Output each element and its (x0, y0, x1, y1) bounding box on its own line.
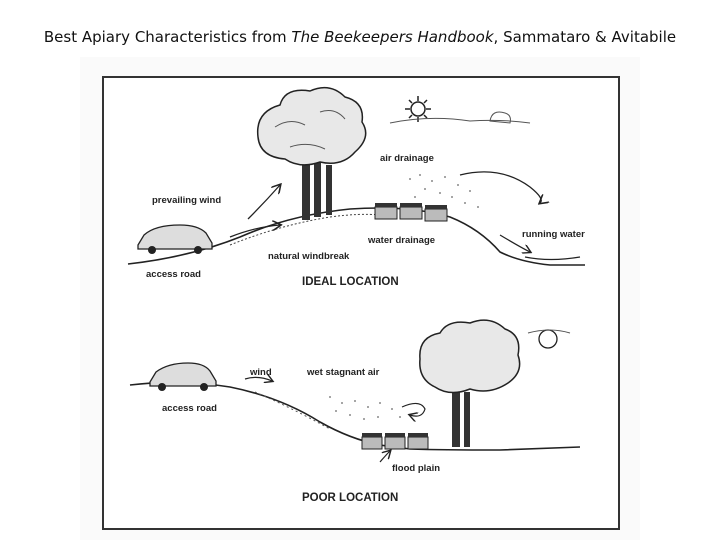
label-ideal-access-road: access road (146, 269, 201, 280)
label-natural-windbreak: natural windbreak (268, 251, 350, 262)
ideal-beehives (375, 203, 447, 221)
label-poor-access-road: access road (162, 403, 217, 414)
label-air-drainage: air drainage (380, 153, 434, 164)
label-prevailing-wind: prevailing wind (152, 195, 221, 206)
label-flood-plain: flood plain (392, 463, 440, 474)
caption-prefix: Best Apiary Characteristics from (44, 28, 292, 46)
label-wind: wind (249, 367, 272, 378)
apiary-illustration: prevailing wind air drainage water drain… (80, 57, 640, 540)
poor-beehives (362, 433, 428, 449)
label-water-drainage: water drainage (367, 235, 435, 246)
poor-location-title: POOR LOCATION (302, 492, 398, 504)
label-running-water: running water (522, 229, 585, 240)
caption-book-title: The Beekeepers Handbook (291, 28, 493, 46)
ideal-location-title: IDEAL LOCATION (302, 276, 399, 288)
figure-caption: Best Apiary Characteristics from The Bee… (0, 28, 720, 46)
apiary-figure: prevailing wind air drainage water drain… (80, 57, 640, 540)
caption-authors: , Sammataro & Avitabile (494, 28, 677, 46)
label-wet-stagnant-air: wet stagnant air (306, 367, 380, 378)
